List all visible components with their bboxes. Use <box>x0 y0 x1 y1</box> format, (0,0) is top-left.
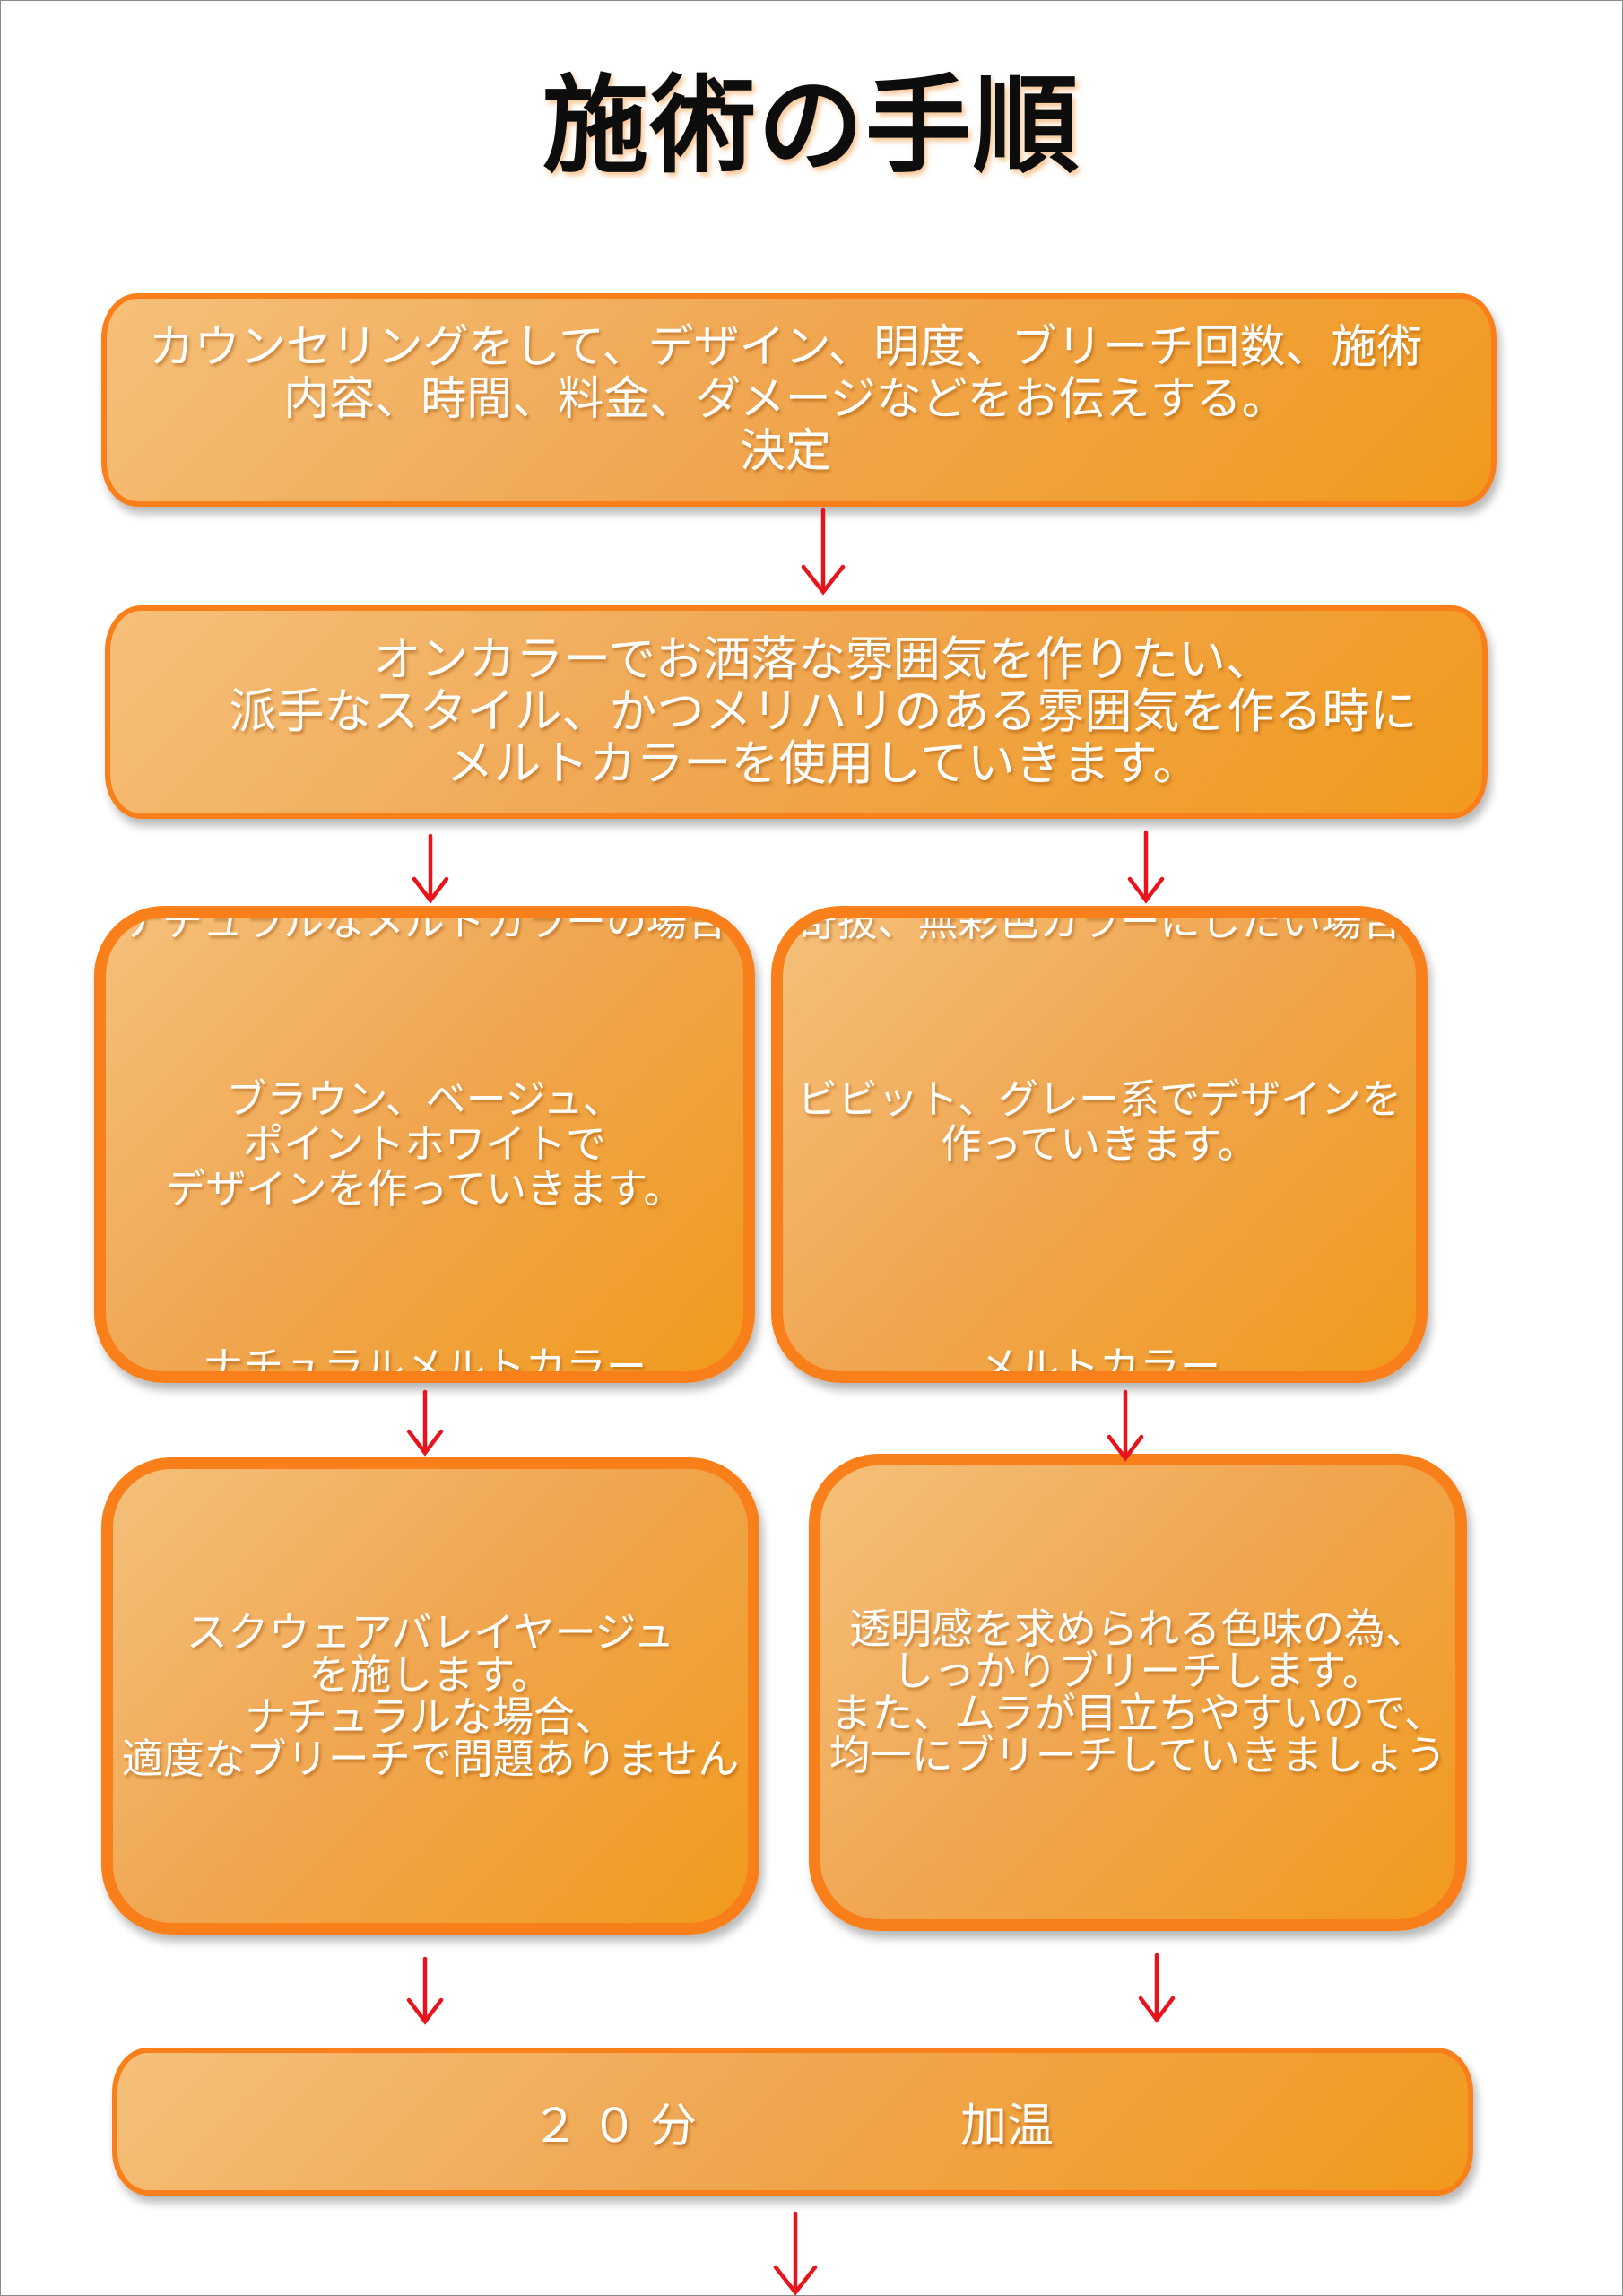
step-heating: ２０分 加温 <box>112 2048 1473 2196</box>
heating-time: ２０分 <box>531 2100 709 2153</box>
card-natural: ナチュラルなメルトカラーの場合 ブラウン、ベージュ、 ポイントホワイトで デザイ… <box>94 906 755 1383</box>
arrow-down-icon <box>1138 1952 1176 2023</box>
arrow-down-icon <box>773 2211 818 2296</box>
step-counseling: カウンセリングをして、デザイン、明度、ブリーチ回数、施術 内容、時間、料金、ダメ… <box>101 293 1497 507</box>
card-natural-result: ナチュラルメルトカラー <box>202 1343 647 1383</box>
card-vivid-bleach-text: 透明感を求められる色味の為、 しっかりブリーチします。 また、ムラが目立ちやすい… <box>829 1605 1447 1779</box>
card-vivid-content: 奇抜、無彩色カラーにしたい場合 ビビット、グレー系でデザインを 作っていきます。… <box>783 918 1416 1383</box>
arrow-down-icon <box>406 1389 444 1457</box>
step-melt-intro: オンカラーでお洒落な雰囲気を作りたい、 派手なスタイル、かつメリハリのある雰囲気… <box>105 605 1488 819</box>
card-natural-bleach-text: スクウェアバレイヤージュ を施します。 ナチュラルな場合、 適度なブリーチで問題… <box>121 1608 740 1783</box>
card-natural-content: ナチュラルなメルトカラーの場合 ブラウン、ベージュ、 ポイントホワイトで デザイ… <box>106 918 743 1383</box>
heating-label: 加温 <box>960 2100 1055 2153</box>
arrow-down-icon <box>1107 1389 1144 1462</box>
card-vivid-body: ビビット、グレー系でデザインを 作っていきます。 <box>796 1075 1402 1168</box>
step-counseling-text: カウンセリングをして、デザイン、明度、ブリーチ回数、施術 内容、時間、料金、ダメ… <box>148 321 1423 478</box>
step-melt-intro-text: オンカラーでお洒落な雰囲気を作りたい、 派手なスタイル、かつメリハリのある雰囲気… <box>229 632 1418 791</box>
card-vivid-result: メルトカラー <box>977 1343 1220 1383</box>
card-natural-heading: ナチュラルなメルトカラーの場合 <box>121 906 727 945</box>
page-title: 施術の手順 <box>542 64 1081 187</box>
card-natural-body: ブラウン、ベージュ、 ポイントホワイトで デザインを作っていきます。 <box>165 1075 684 1213</box>
card-vivid: 奇抜、無彩色カラーにしたい場合 ビビット、グレー系でデザインを 作っていきます。… <box>771 906 1428 1383</box>
card-natural-bleach: スクウェアバレイヤージュ を施します。 ナチュラルな場合、 適度なブリーチで問題… <box>101 1457 759 1935</box>
card-vivid-bleach: 透明感を求められる色味の為、 しっかりブリーチします。 また、ムラが目立ちやすい… <box>809 1454 1467 1931</box>
arrow-down-icon <box>412 833 449 904</box>
arrow-down-icon <box>406 1956 444 2025</box>
arrow-down-icon <box>801 507 846 596</box>
step-heating-content: ２０分 加温 <box>117 2088 1468 2155</box>
arrow-down-icon <box>1127 830 1165 904</box>
card-vivid-heading: 奇抜、無彩色カラーにしたい場合 <box>796 906 1402 945</box>
